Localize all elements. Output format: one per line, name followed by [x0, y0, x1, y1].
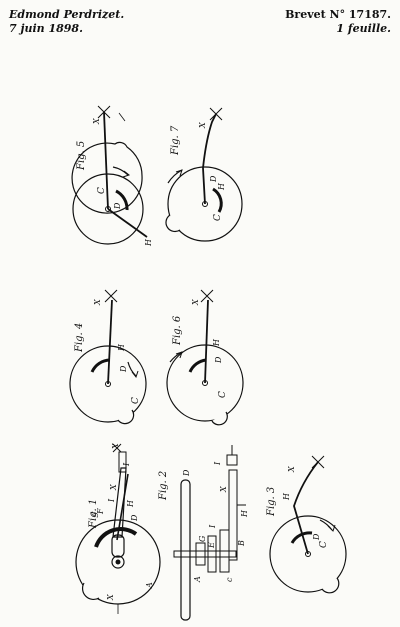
figure-1: Fig. 1 c F I X H D I X A X [75, 443, 161, 614]
label-a-fig1: A [145, 582, 154, 589]
fig-7-label: Fig. 7 [170, 125, 181, 156]
label-c-fig6: C [218, 391, 228, 398]
label-h-fig3: H [282, 492, 291, 501]
label-x-fig6: X [191, 299, 200, 306]
label-b-fig2: B [237, 540, 246, 547]
label-h-fig2: H [240, 509, 249, 518]
figure-6: Fig. 6 D H C X [166, 289, 244, 426]
label-d-fig6: D [214, 356, 223, 364]
fig-4-label: Fig. 4 [74, 323, 85, 353]
label-x-fig5: X [92, 118, 101, 125]
label-x-fig1-mid: X [109, 484, 118, 491]
figure-5: Fig. 5 C D H X [71, 105, 153, 247]
figure-4: Fig. 4 H D C X [69, 289, 147, 425]
fig-6-label: Fig. 6 [172, 315, 183, 346]
label-c-fig1: c [89, 511, 98, 516]
fig-1-label: Fig. 1 [88, 499, 99, 529]
fig-3-label: Fig. 3 [266, 487, 277, 517]
label-c-fig4: C [131, 397, 141, 404]
label-h-fig1: H [126, 499, 135, 508]
fig-2-label: Fig. 2 [158, 471, 169, 501]
label-x-fig3: X [287, 466, 296, 473]
label-d-fig4: D [119, 365, 128, 373]
label-i-fig2: I [208, 524, 217, 529]
label-x-fig1-top: X [111, 443, 120, 450]
label-e-fig2: E [207, 542, 216, 549]
figure-7: Fig. 7 D H C X [165, 107, 243, 242]
label-x-fig1-bottom: X [106, 594, 115, 601]
label-d-fig3: D [312, 533, 321, 541]
patent-number: Brevet N° 17187. [285, 8, 391, 21]
label-c-fig2: c [225, 577, 234, 582]
label-d-fig1: D [130, 514, 139, 522]
label-d-fig5: D [113, 202, 122, 210]
label-x-fig2: X [219, 486, 228, 493]
label-x-fig4: X [93, 299, 102, 306]
figure-3: Fig. 3 H D C X [266, 455, 347, 594]
label-g-fig2: G [198, 535, 207, 542]
label-h-fig6: H [212, 338, 221, 347]
label-i-fig1-top: I [122, 462, 131, 467]
label-i-fig2-top: I [213, 461, 222, 466]
label-h-fig7: H [217, 182, 226, 191]
label-d-fig2: D [182, 469, 191, 477]
label-h-fig4: H [117, 343, 126, 352]
label-h-fig5: H [144, 238, 153, 247]
sheet-count: 1 feuille. [336, 22, 391, 35]
label-c-fig3: C [319, 541, 329, 548]
filing-date: 7 juin 1898. [9, 22, 83, 35]
label-x-fig7: X [198, 122, 207, 129]
label-c-fig5: C [97, 187, 107, 194]
label-a-fig2: A [193, 576, 202, 583]
label-c-fig7: C [213, 214, 223, 221]
label-i-fig1: I [107, 498, 116, 503]
label-f-fig1: F [96, 508, 105, 515]
fig-5-label: Fig. 5 [76, 141, 87, 171]
inventor-name: Edmond Perdrizet. [9, 8, 125, 21]
figure-2: Fig. 2 D G I A E B c H X I [158, 445, 249, 621]
label-d-fig7: D [209, 175, 218, 183]
